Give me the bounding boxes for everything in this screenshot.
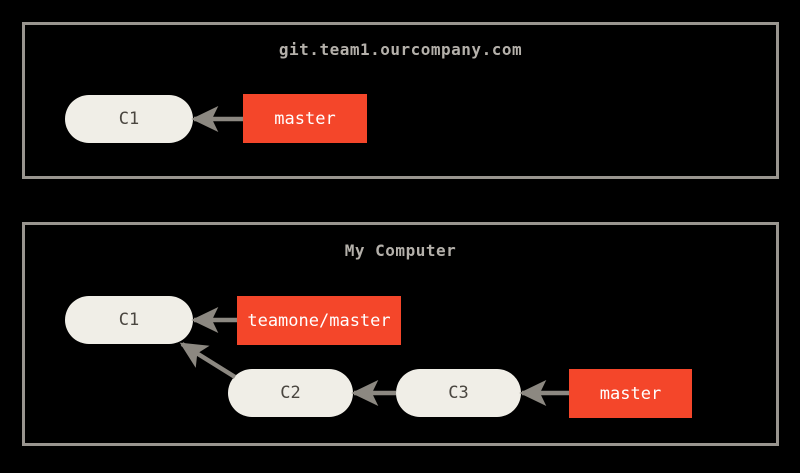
commit-node-c3-local[interactable]: C3 [396,369,521,417]
panel-remote-title: git.team1.ourcompany.com [278,40,523,59]
branch-label-teamone-master[interactable]: teamone/master [237,296,401,345]
panel-local-title: My Computer [344,241,457,260]
branch-label-master-remote[interactable]: master [243,94,367,143]
commit-node-c1-local[interactable]: C1 [65,296,193,344]
commit-node-c2-local[interactable]: C2 [228,369,353,417]
commit-node-c1-remote[interactable]: C1 [65,95,193,143]
branch-label-master-local[interactable]: master [569,369,692,418]
